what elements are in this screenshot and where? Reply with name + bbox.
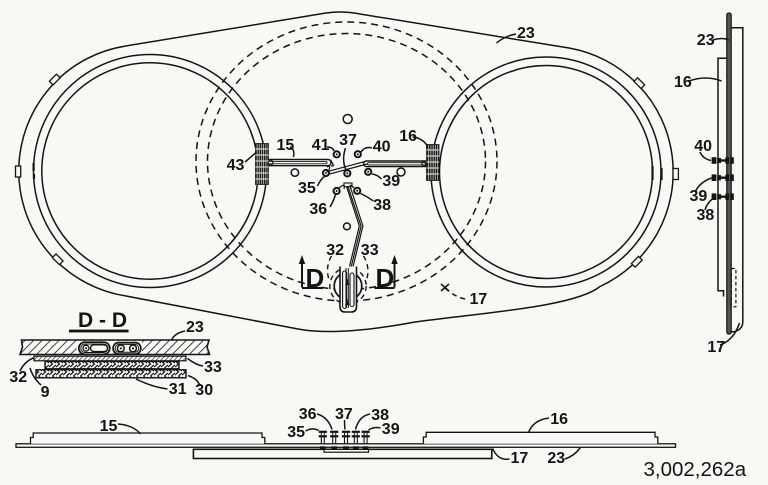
svg-text:3,002,262a: 3,002,262a bbox=[644, 458, 747, 481]
svg-text:38: 38 bbox=[697, 207, 715, 224]
svg-text:D: D bbox=[376, 263, 395, 293]
svg-text:23: 23 bbox=[697, 32, 715, 49]
svg-text:31: 31 bbox=[169, 381, 187, 398]
svg-text:16: 16 bbox=[550, 411, 568, 428]
svg-text:23: 23 bbox=[186, 319, 204, 336]
svg-text:16: 16 bbox=[674, 74, 692, 91]
svg-text:37: 37 bbox=[339, 132, 357, 149]
svg-text:33: 33 bbox=[361, 242, 379, 259]
svg-text:D - D: D - D bbox=[78, 309, 127, 332]
svg-text:40: 40 bbox=[373, 139, 391, 156]
svg-text:43: 43 bbox=[227, 157, 245, 174]
svg-text:15: 15 bbox=[100, 418, 118, 435]
svg-text:35: 35 bbox=[287, 424, 305, 441]
svg-text:39: 39 bbox=[382, 421, 400, 438]
svg-text:23: 23 bbox=[547, 450, 565, 467]
svg-text:17: 17 bbox=[511, 450, 529, 467]
svg-text:38: 38 bbox=[371, 407, 389, 424]
svg-text:40: 40 bbox=[694, 138, 712, 155]
svg-text:17: 17 bbox=[707, 339, 725, 356]
svg-text:36: 36 bbox=[309, 201, 327, 218]
svg-text:41: 41 bbox=[312, 137, 330, 154]
svg-text:32: 32 bbox=[326, 242, 344, 259]
svg-text:36: 36 bbox=[299, 406, 317, 423]
svg-text:16: 16 bbox=[399, 128, 417, 145]
svg-text:D: D bbox=[306, 263, 325, 293]
svg-text:35: 35 bbox=[298, 180, 316, 197]
svg-text:39: 39 bbox=[690, 188, 708, 205]
svg-text:38: 38 bbox=[373, 197, 391, 214]
svg-text:39: 39 bbox=[382, 173, 400, 190]
svg-text:32: 32 bbox=[9, 369, 27, 386]
svg-text:30: 30 bbox=[195, 382, 213, 399]
svg-text:9: 9 bbox=[41, 384, 50, 401]
svg-text:17: 17 bbox=[470, 291, 488, 308]
svg-text:15: 15 bbox=[277, 137, 295, 154]
svg-text:23: 23 bbox=[517, 25, 535, 42]
svg-text:33: 33 bbox=[204, 359, 222, 376]
svg-text:37: 37 bbox=[335, 406, 353, 423]
